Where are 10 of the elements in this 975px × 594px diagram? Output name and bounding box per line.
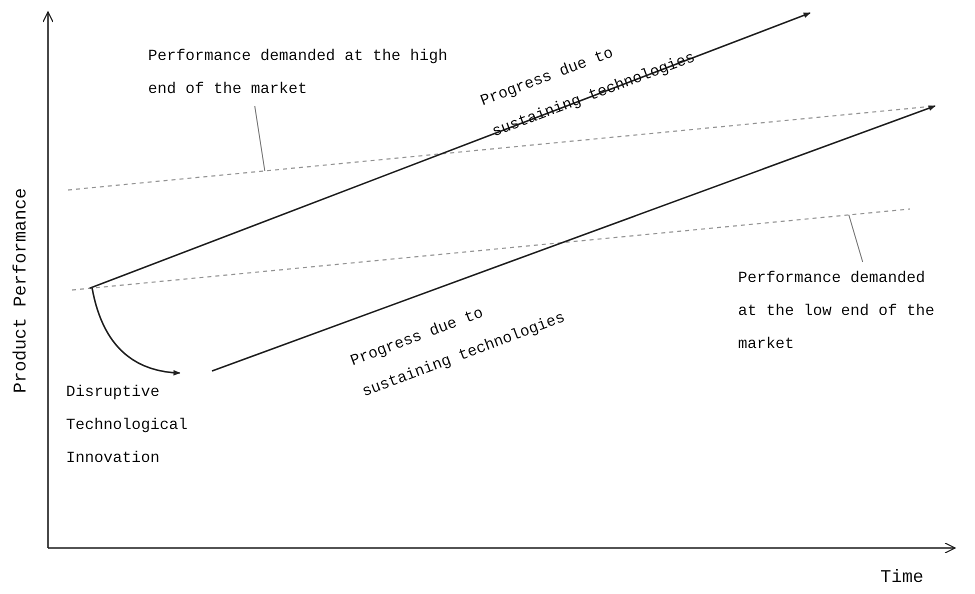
leader-line [848,214,864,262]
annotation-text: Performance demanded at the high end of the market [148,40,453,106]
leader-line [254,106,266,172]
curved-arrow [91,288,180,376]
annotation-text: Performance demanded at the low end of the market [738,262,953,361]
axis-label: Time [879,567,925,590]
trend-arrow [89,12,811,290]
annotation-text: Disruptive Technological Innovation [66,376,190,475]
axis-label: Product Performance [10,186,32,396]
trend-arrow [212,105,936,372]
